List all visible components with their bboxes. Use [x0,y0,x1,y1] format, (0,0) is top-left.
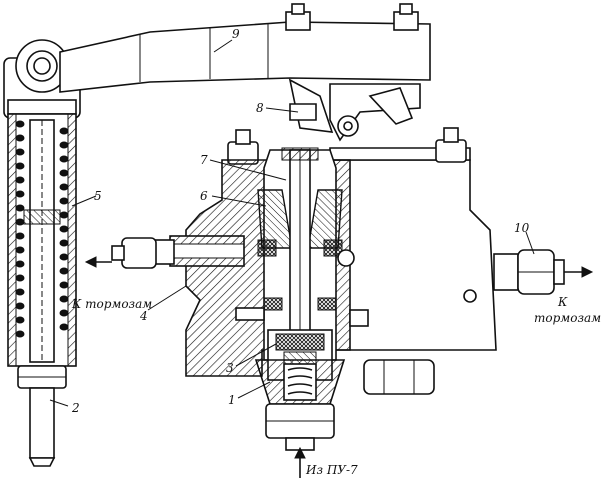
callout-2: 2 [71,401,80,415]
callout-3: 3 [226,361,234,375]
callout-labels: 9 8 7 6 5 4 3 1 2 10 [71,27,530,415]
valve-body [111,127,565,451]
callout-8: 8 [256,101,264,115]
callout-10: 10 [514,221,530,235]
callout-4: 4 [139,309,148,323]
leader-lines [49,39,535,407]
flow-captions: К тормозам К тормозам Из ПУ-7 [71,295,601,477]
callout-1: 1 [228,393,236,407]
flow-arrows [84,256,594,478]
callout-6: 6 [200,189,208,203]
spring-coils [15,120,69,338]
callout-5: 5 [94,189,102,203]
callout-7: 7 [200,153,208,167]
callout-9: 9 [232,27,240,41]
caption-to-brakes-right-line1: К [557,295,568,309]
caption-to-brakes-left: К тормозам [71,297,152,311]
spring-cylinder [3,39,81,467]
caption-to-brakes-right-line2: тормозам [534,311,601,325]
caption-from-source: Из ПУ-7 [305,463,358,477]
lever-arm [59,3,431,142]
